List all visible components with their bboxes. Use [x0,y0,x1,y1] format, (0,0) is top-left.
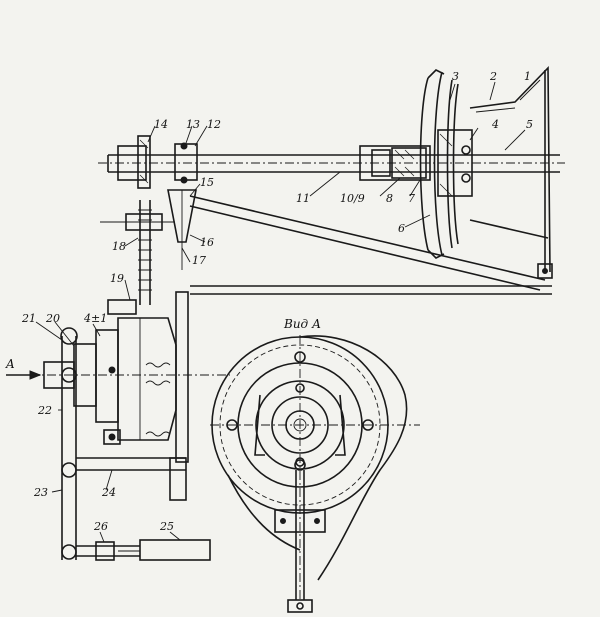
label-11: 11 [296,192,310,205]
label-18: 18 [112,240,126,253]
label-16: 16 [200,236,214,249]
label-12: 12 [207,118,221,131]
label-14: 14 [154,118,168,131]
main-shaft [98,154,565,173]
clutch-assembly [30,291,230,463]
chain-18 [100,200,175,305]
label-23: 23 [33,486,48,499]
label-22: 22 [37,404,52,417]
view-arrow-a [6,370,42,380]
label-26: 26 [93,520,108,533]
label-4: 4 [491,118,499,131]
tension-bar-16 [167,189,552,295]
leader-lines [35,79,541,543]
label-6: 6 [398,222,405,235]
label-3: 3 [452,70,459,83]
label-7: 7 [408,192,415,205]
label-15: 15 [200,176,214,189]
label-20: 20 [45,312,60,325]
cone-housing [469,66,553,279]
label-25: 25 [159,520,174,533]
hub-assembly [359,145,431,181]
label-arrow-a: A [5,357,15,371]
rod-25 [76,539,211,561]
part-labels: 1 2 3 4 5 6 7 8 10/9 11 12 13 14 15 16 1… [5,70,533,533]
sprocket-14 [117,135,198,189]
pulley-6 [419,69,473,259]
label-24: 24 [101,486,116,499]
lever-22 [60,327,187,560]
label-5: 5 [526,118,533,131]
label-10-9: 10/9 [340,192,365,205]
label-17: 17 [192,254,206,267]
label-2: 2 [489,70,497,83]
label-view-a: Вид А [283,317,321,331]
label-21: 21 [21,312,36,325]
label-19: 19 [110,272,124,285]
view-a [210,335,420,613]
label-gap: 4±1 [83,312,107,325]
label-13: 13 [186,118,200,131]
label-1: 1 [524,70,531,83]
label-8: 8 [386,192,393,205]
